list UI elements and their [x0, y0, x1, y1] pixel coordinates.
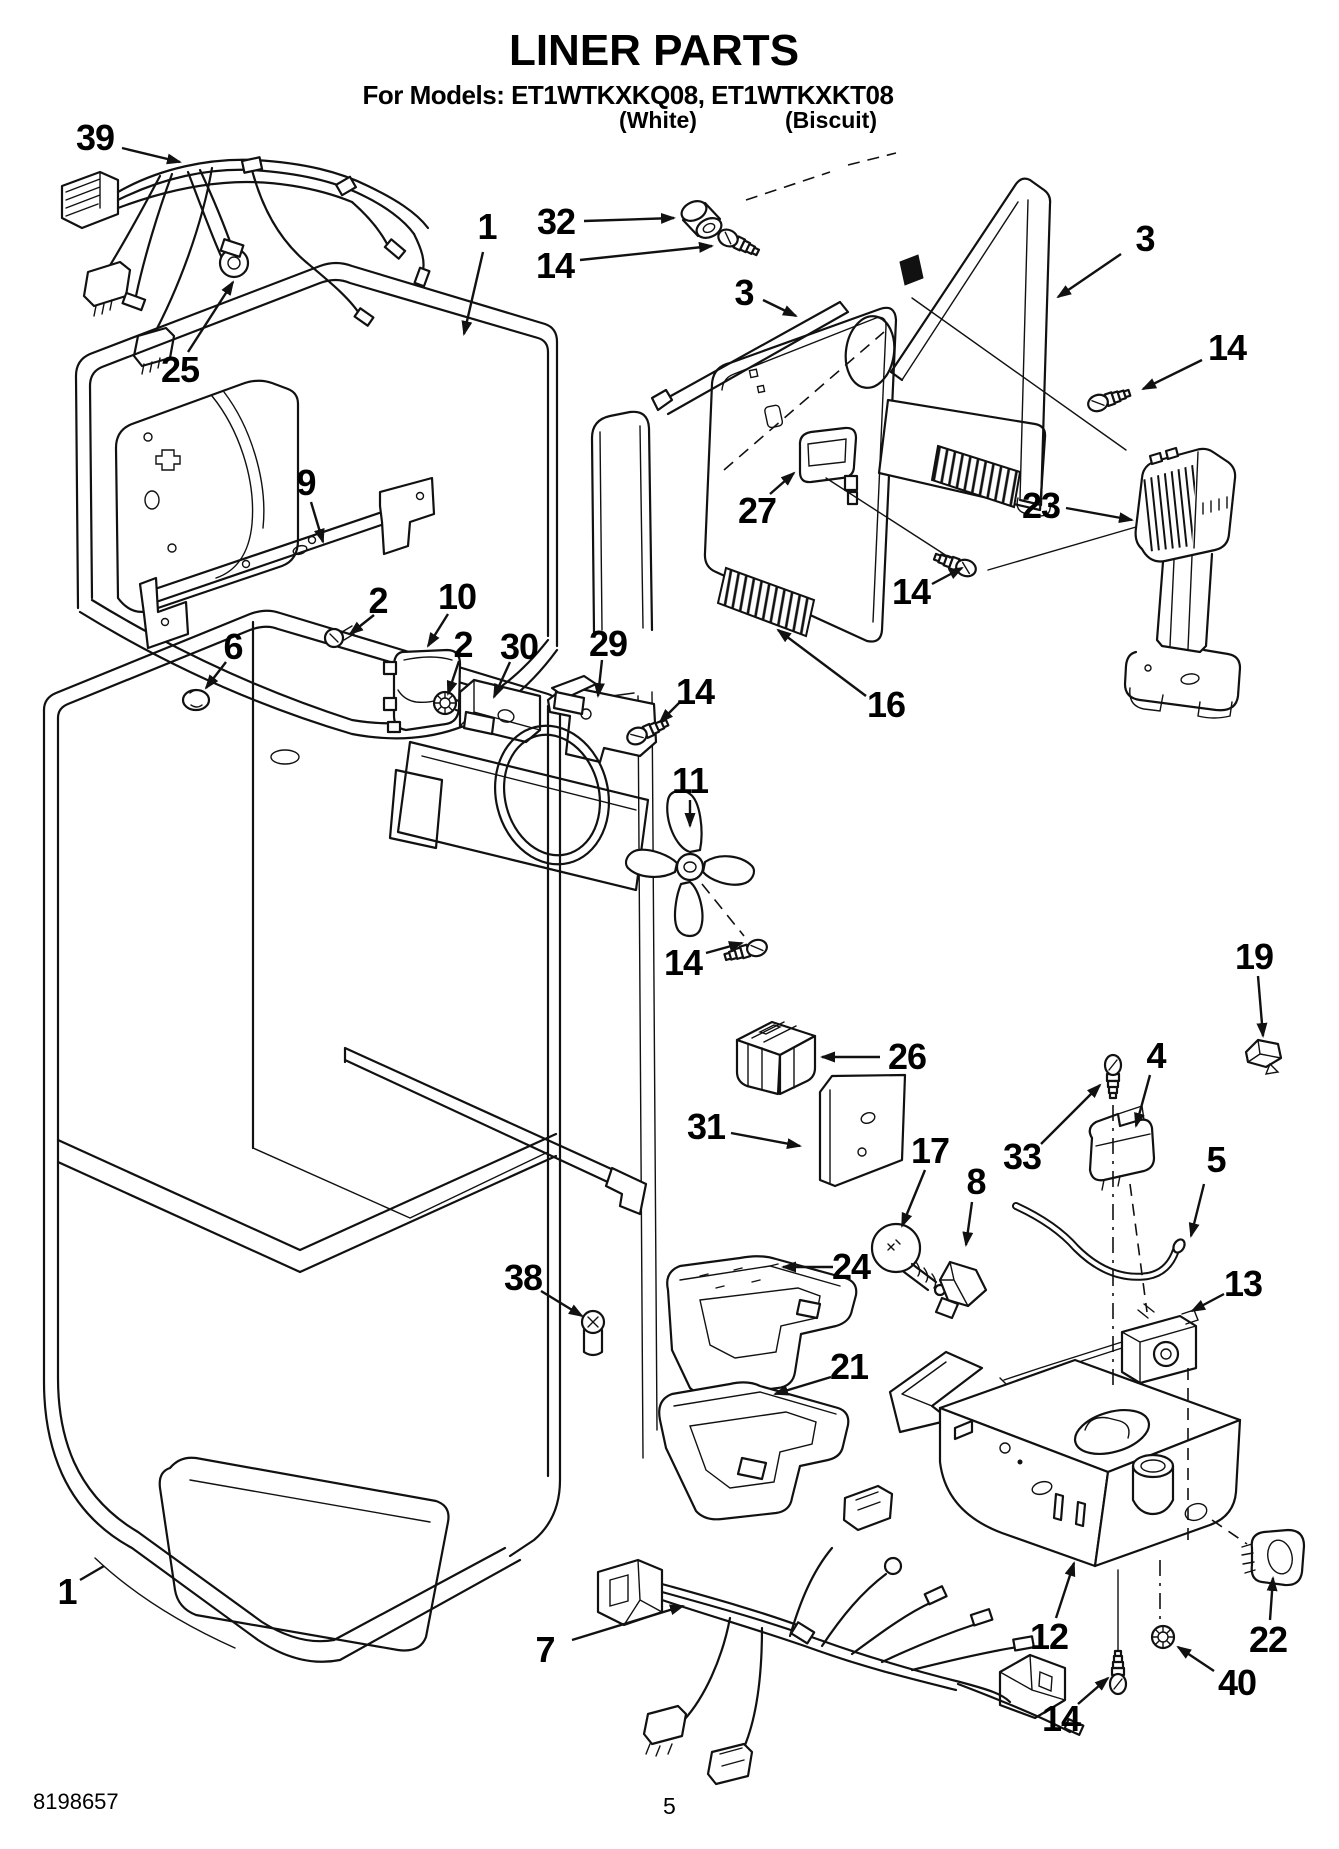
callout-part-22-37: 22	[1248, 1619, 1288, 1660]
callout-part-5-29: 5	[1206, 1139, 1226, 1180]
callout-part-17-25: 17	[910, 1130, 950, 1171]
callout-part-2-15: 2	[453, 624, 473, 665]
callout-part-23-8: 23	[1021, 485, 1061, 526]
light-bulb-drawing	[870, 1222, 988, 1320]
callout-part-3-6: 3	[1135, 218, 1155, 259]
callout-leader-lines	[79, 146, 1278, 1705]
callout-part-30-16: 30	[499, 626, 539, 667]
capillary-tube-drawing	[1012, 1202, 1186, 1281]
callout-part-39-0: 39	[75, 117, 115, 158]
callout-part-33-27: 33	[1002, 1136, 1042, 1177]
fan-blade-drawing	[624, 789, 756, 938]
callout-part-31-24: 31	[686, 1106, 726, 1147]
callout-part-2-13: 2	[368, 580, 388, 621]
defrost-thermostat-drawing	[1088, 1038, 1283, 1191]
callout-part-14-18: 14	[675, 671, 715, 712]
callout-part-14-21: 14	[663, 942, 703, 983]
control-housing-drawing	[938, 1358, 1306, 1720]
callout-part-25-1: 25	[160, 349, 200, 390]
refrigerator-liner-drawing	[42, 609, 658, 1663]
callout-part-1-39: 1	[57, 1571, 77, 1612]
callout-part-38-33: 38	[503, 1257, 543, 1298]
callout-part-12-34: 12	[1029, 1616, 1069, 1657]
mounting-plate-drawing	[818, 1073, 907, 1188]
callout-part-9-12: 9	[296, 462, 316, 503]
callout-part-6-19: 6	[223, 626, 243, 667]
models-line: For Models: ET1WTKXKQ08, ET1WTKXKT08	[362, 80, 894, 110]
callout-part-14-7: 14	[1207, 327, 1247, 368]
callout-part-32-3: 32	[536, 201, 576, 242]
air-duct-drawing	[658, 1350, 984, 1521]
callout-part-14-10: 14	[891, 571, 931, 612]
breaker-trim-frame-drawing	[889, 177, 1052, 517]
callout-part-24-31: 24	[831, 1246, 871, 1287]
callout-part-4-28: 4	[1146, 1035, 1166, 1076]
callout-part-7-38: 7	[535, 1629, 555, 1670]
callout-part-11-20: 11	[671, 760, 709, 801]
evaporator-shield-drawing	[666, 1255, 858, 1397]
air-tower-drawing	[1123, 446, 1242, 719]
callout-part-29-17: 29	[588, 623, 628, 664]
page-title: LINER PARTS	[508, 26, 800, 75]
callout-part-40-36: 40	[1217, 1662, 1257, 1703]
callout-part-8-26: 8	[966, 1161, 986, 1202]
callout-part-1-2: 1	[477, 206, 497, 247]
callout-part-14-35: 14	[1041, 1698, 1081, 1739]
callout-part-13-30: 13	[1223, 1263, 1263, 1304]
top-wire-harness-drawing	[60, 156, 431, 375]
callout-part-26-23: 26	[887, 1036, 927, 1077]
defrost-timer-drawing	[735, 1020, 817, 1096]
color-label-biscuit: (Biscuit)	[785, 107, 877, 133]
callout-part-27-9: 27	[737, 490, 777, 531]
fan-shroud-ring-drawing	[388, 690, 650, 892]
motor-bracket-group-drawing	[138, 476, 658, 764]
cold-control-drawing	[999, 1303, 1199, 1387]
callout-part-3-5: 3	[734, 272, 754, 313]
callout-part-14-4: 14	[535, 245, 575, 286]
document-number: 8198657	[33, 1789, 119, 1814]
callout-part-10-14: 10	[437, 576, 477, 617]
callout-part-16-11: 16	[866, 684, 906, 725]
trim-strips-drawing	[590, 300, 850, 634]
page-number: 5	[663, 1793, 676, 1819]
color-label-white: (White)	[619, 107, 697, 133]
callout-part-19-22: 19	[1234, 936, 1274, 977]
bottom-wire-harness-drawing	[596, 1484, 1085, 1786]
callout-part-21-32: 21	[829, 1346, 869, 1387]
projection-lines	[701, 152, 1248, 1651]
small-fasteners-drawing	[580, 200, 1133, 1357]
evaporator-cover-drawing	[703, 306, 1047, 643]
